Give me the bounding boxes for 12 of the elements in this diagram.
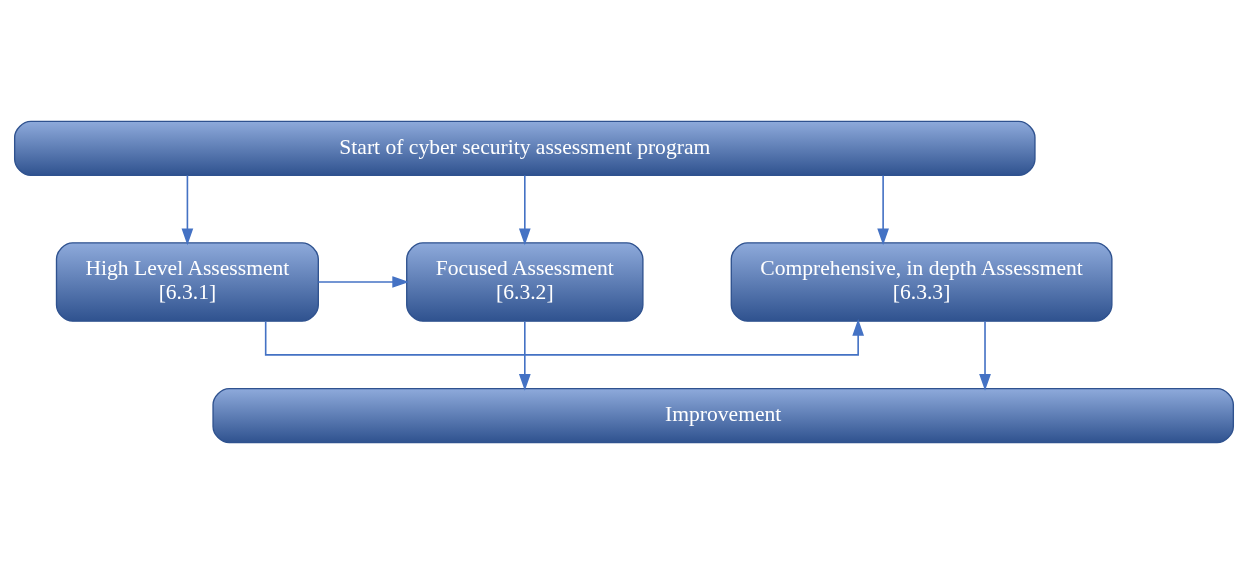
arrow	[518, 320, 531, 391]
node-box: Comprehensive, in depth Assessment [6.3.3]	[730, 241, 1113, 322]
arrow	[317, 275, 410, 288]
node-box: Start of cyber security assessment program	[14, 120, 1036, 176]
arrow	[264, 318, 865, 356]
arrow	[877, 174, 889, 245]
node-box: Improvement	[212, 387, 1234, 443]
arrow	[979, 320, 991, 391]
node-box: High Level Assessment [6.3.1]	[55, 241, 319, 322]
arrow	[181, 174, 194, 245]
arrow	[518, 174, 531, 245]
node-box: Focused Assessment [6.3.2]	[406, 241, 644, 322]
